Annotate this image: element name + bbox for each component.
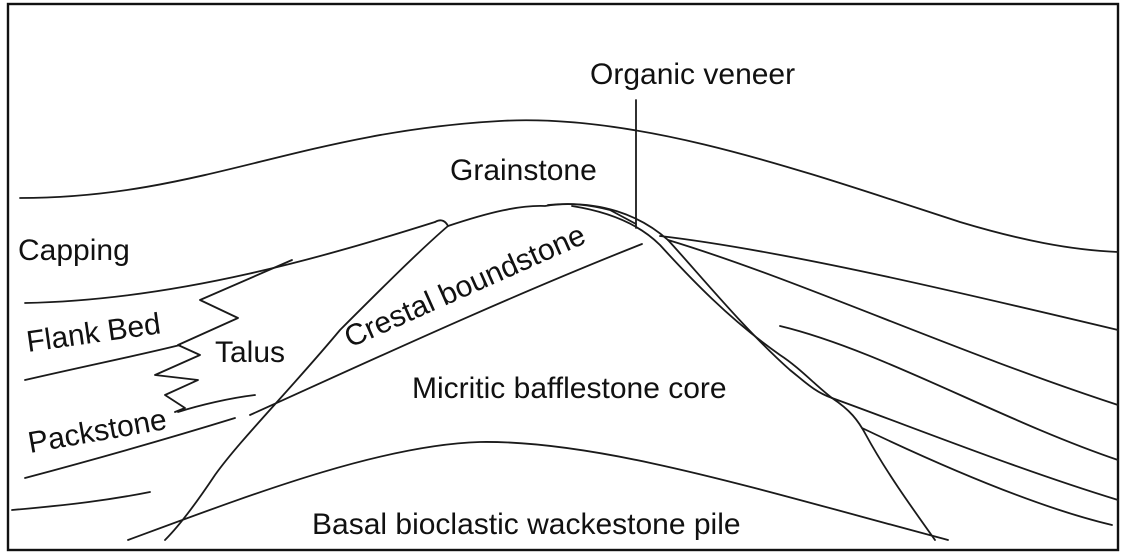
lower-left-line xyxy=(12,492,150,510)
right-bed-3 xyxy=(780,326,1118,460)
packstone-top-line xyxy=(178,395,255,412)
organic-veneer-outer xyxy=(548,204,832,398)
label-capping: Capping xyxy=(18,234,130,267)
reef-core-left-flank xyxy=(165,226,448,540)
label-basal-pile: Basal bioclastic wackestone pile xyxy=(312,508,741,541)
grainstone-edge-left xyxy=(435,220,448,226)
right-bed-1 xyxy=(660,236,1118,330)
label-talus: Talus xyxy=(215,336,285,369)
label-packstone: Packstone xyxy=(25,403,169,460)
label-organic-veneer: Organic veneer xyxy=(590,58,795,91)
reef-core-right-flank xyxy=(832,398,935,540)
label-grainstone: Grainstone xyxy=(450,154,597,187)
label-micritic-core: Micritic bafflestone core xyxy=(412,372,727,405)
right-bed-2 xyxy=(668,240,1118,405)
right-bed-5 xyxy=(862,428,1112,525)
organic-veneer-inner xyxy=(572,206,832,398)
label-flank-bed: Flank Bed xyxy=(24,307,162,358)
